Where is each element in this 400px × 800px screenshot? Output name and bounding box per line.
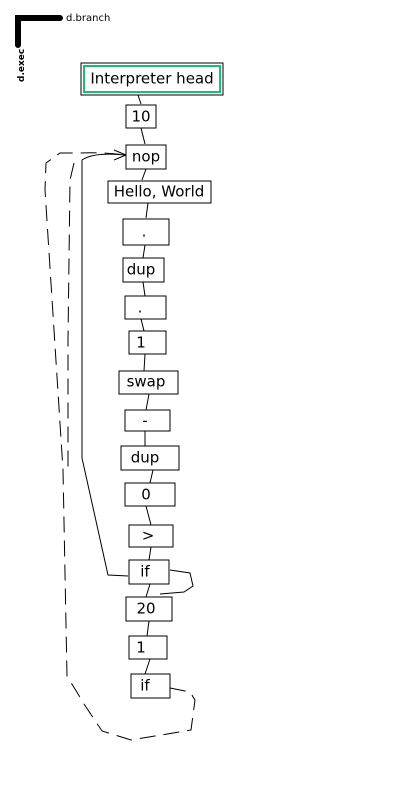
node-label: dup [131,449,160,467]
node-label: 1 [136,334,146,352]
node-label: - [142,412,147,430]
node-0[interactable]: 0 [124,482,176,507]
node-label: Interpreter head [90,70,213,88]
node-gt[interactable]: > [128,524,174,548]
node-20[interactable]: 20 [125,596,173,622]
loop-edge-if1-out [159,569,194,595]
edge-dup2-to-0 [149,469,154,484]
node-label: swap [127,373,166,391]
node-label: if [140,563,150,581]
node-label: 1 [136,639,146,657]
node-interpreter-head[interactable]: Interpreter head [80,62,224,96]
loop-edge-if1-to-nop [81,153,129,577]
node-label: 20 [136,600,155,618]
node-minus[interactable]: - [124,409,171,432]
legend-exec-label: d.exec [17,49,27,82]
legend: d.branch d.exec [15,13,110,82]
edge-dot2-to-1 [140,318,145,332]
node-hello-world[interactable]: Hello, World [107,180,212,204]
branch-edge-head-return [67,162,75,470]
edge-swap-to-minus [145,393,150,411]
edge-10-to-nop [140,127,146,145]
node-dup[interactable]: dup [122,257,165,283]
node-1[interactable]: 1 [128,635,168,660]
edge-1-to-if2 [144,658,151,675]
node-if[interactable]: if [128,559,170,585]
node-label: if [140,677,150,695]
node-swap[interactable]: swap [118,370,179,395]
node-10[interactable]: 10 [125,104,157,129]
edge-nop-to-hello [141,168,147,181]
node-label: > [142,527,155,545]
exec-edges [81,94,194,675]
node-label: nop [132,148,160,166]
node-label: 10 [131,108,150,126]
edge-dot1-to-dup1 [142,244,146,259]
edge-1-to-swap [143,353,146,372]
nodes: Interpreter head 10 nop Hello, World . d… [80,62,224,699]
node-label: . [138,299,143,317]
edge-hello-to-dot1 [145,202,149,219]
node-label: . [142,223,147,241]
edge-head-to-10 [137,94,142,105]
edge-gt-to-if1 [148,546,152,561]
node-label: 0 [141,486,151,504]
legend-branch-label: d.branch [66,13,110,24]
edge-dup1-to-dot2 [142,281,146,297]
node-if[interactable]: if [130,673,171,699]
node-dot[interactable]: . [124,295,167,320]
node-dot[interactable]: . [122,218,170,246]
branch-edges [44,152,196,741]
legend-corner-mark [15,15,63,48]
branch-edge-if2-to-nop [44,152,196,741]
edge-0-to-gt [145,505,152,526]
node-dup[interactable]: dup [120,445,180,471]
node-label: Hello, World [114,183,205,201]
node-1[interactable]: 1 [128,330,167,355]
edge-if1-to-20 [145,583,151,598]
edge-20-to-1 [146,620,150,637]
node-label: dup [127,261,156,279]
node-nop[interactable]: nop [125,144,167,170]
